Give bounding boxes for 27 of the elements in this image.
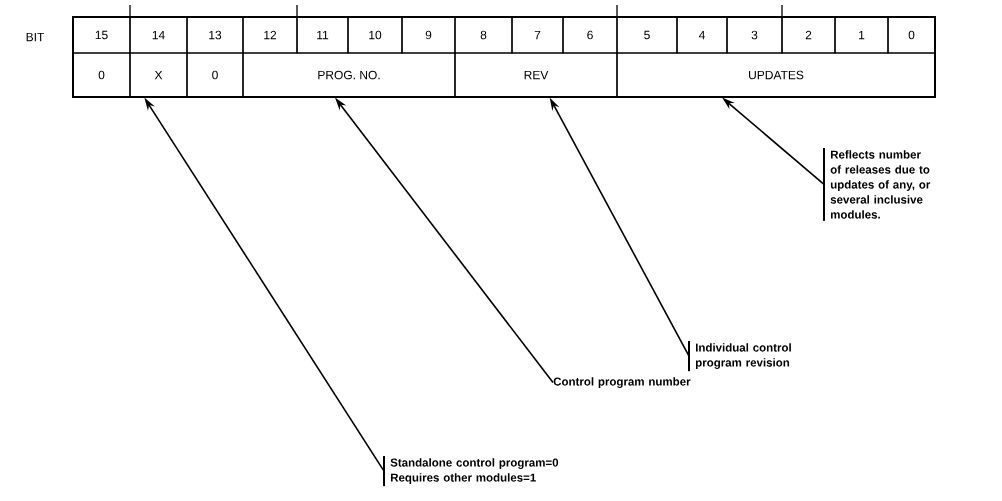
bit-cell: UPDATES	[616, 52, 936, 98]
bit-cell: 1	[834, 16, 889, 54]
bit-cell: 6	[562, 16, 618, 54]
bit-cell: 5	[616, 16, 678, 54]
row-label: BIT	[26, 32, 45, 42]
bit-cell: 4	[676, 16, 728, 54]
bit-cell: 0	[887, 16, 936, 54]
bit-cell: 11	[296, 16, 349, 54]
bit-cell: 10	[347, 16, 403, 54]
bit-cell: 0	[186, 52, 244, 98]
bit-cell: REV	[454, 52, 618, 98]
note-text: Control program number	[553, 377, 691, 388]
bit-cell: 8	[454, 16, 513, 54]
bit-cell: 9	[401, 16, 456, 54]
bit-cell: 14	[129, 16, 188, 54]
bit-cell: 7	[511, 16, 564, 54]
bit-cell: PROG. NO.	[242, 52, 456, 98]
bit-cell: X	[129, 52, 188, 98]
bit-cell: 12	[242, 16, 298, 54]
note-text: Standalone control program=0 Requires other modules=1	[383, 455, 559, 488]
bit-cell: 2	[781, 16, 836, 54]
bit-cell: 13	[186, 16, 244, 54]
bit-cell: 3	[726, 16, 783, 54]
bit-cell: 0	[72, 52, 131, 98]
note-text: Reflects number of releases due to updates of any, or several inclusive modules.	[823, 147, 931, 222]
node-label: 15	[95, 30, 108, 40]
note-text: Individual control program revision	[688, 340, 791, 373]
